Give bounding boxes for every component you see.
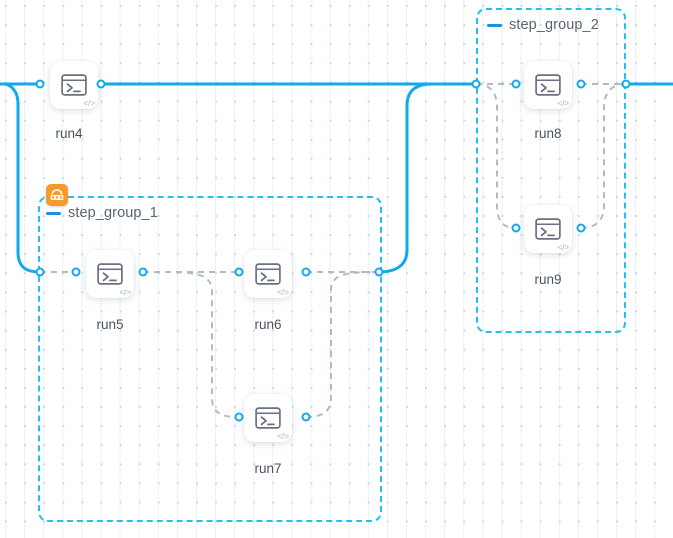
port-group2-out[interactable] bbox=[621, 79, 631, 89]
terminal-icon bbox=[535, 218, 561, 240]
port-run7-in[interactable] bbox=[234, 412, 244, 422]
port-run8-out[interactable] bbox=[576, 79, 586, 89]
port-run4-out[interactable] bbox=[96, 79, 106, 89]
node-label-run6: run6 bbox=[254, 317, 282, 332]
code-icon: </> bbox=[557, 99, 569, 108]
terminal-icon bbox=[535, 74, 561, 96]
group-title: step_group_2 bbox=[509, 17, 599, 33]
terminal-icon bbox=[255, 407, 281, 429]
node-label-run5: run5 bbox=[96, 317, 124, 332]
group-step-group-1[interactable] bbox=[38, 196, 382, 522]
port-run8-in[interactable] bbox=[511, 79, 521, 89]
code-icon: </> bbox=[119, 288, 131, 297]
port-run9-out[interactable] bbox=[576, 223, 586, 233]
code-icon: </> bbox=[277, 288, 289, 297]
terminal-icon bbox=[97, 263, 123, 285]
loop-icon[interactable] bbox=[46, 184, 68, 206]
port-group2-in[interactable] bbox=[471, 79, 481, 89]
group-title: step_group_1 bbox=[68, 205, 158, 221]
port-run9-in[interactable] bbox=[511, 223, 521, 233]
port-group1-out[interactable] bbox=[374, 267, 384, 277]
port-run5-in[interactable] bbox=[71, 267, 81, 277]
minus-icon[interactable] bbox=[46, 211, 61, 215]
edge-group1-to-trunk bbox=[378, 82, 433, 274]
minus-icon[interactable] bbox=[487, 23, 502, 27]
port-run6-out[interactable] bbox=[301, 267, 311, 277]
node-run4[interactable]: </> bbox=[50, 61, 98, 109]
port-run7-out[interactable] bbox=[301, 412, 311, 422]
node-run9[interactable]: </> bbox=[524, 205, 572, 253]
code-icon: </> bbox=[557, 243, 569, 252]
edge-trunk-to-group1 bbox=[4, 82, 41, 274]
code-icon: </> bbox=[277, 432, 289, 441]
node-label-run4: run4 bbox=[55, 126, 83, 141]
code-icon: </> bbox=[83, 99, 95, 108]
terminal-icon bbox=[61, 74, 87, 96]
group-header-step-group-1[interactable]: step_group_1 bbox=[46, 205, 158, 221]
port-group1-in[interactable] bbox=[35, 267, 45, 277]
node-label-run7: run7 bbox=[254, 461, 282, 476]
port-run6-in[interactable] bbox=[234, 267, 244, 277]
port-run4-in[interactable] bbox=[35, 79, 45, 89]
group-header-step-group-2[interactable]: step_group_2 bbox=[487, 17, 599, 33]
node-run8[interactable]: </> bbox=[524, 61, 572, 109]
node-run6[interactable]: </> bbox=[244, 250, 292, 298]
terminal-icon bbox=[255, 263, 281, 285]
node-label-run9: run9 bbox=[534, 272, 562, 287]
node-label-run8: run8 bbox=[534, 126, 562, 141]
node-run7[interactable]: </> bbox=[244, 394, 292, 442]
group-step-group-2[interactable] bbox=[476, 8, 626, 333]
node-run5[interactable]: </> bbox=[86, 250, 134, 298]
port-run5-out[interactable] bbox=[138, 267, 148, 277]
